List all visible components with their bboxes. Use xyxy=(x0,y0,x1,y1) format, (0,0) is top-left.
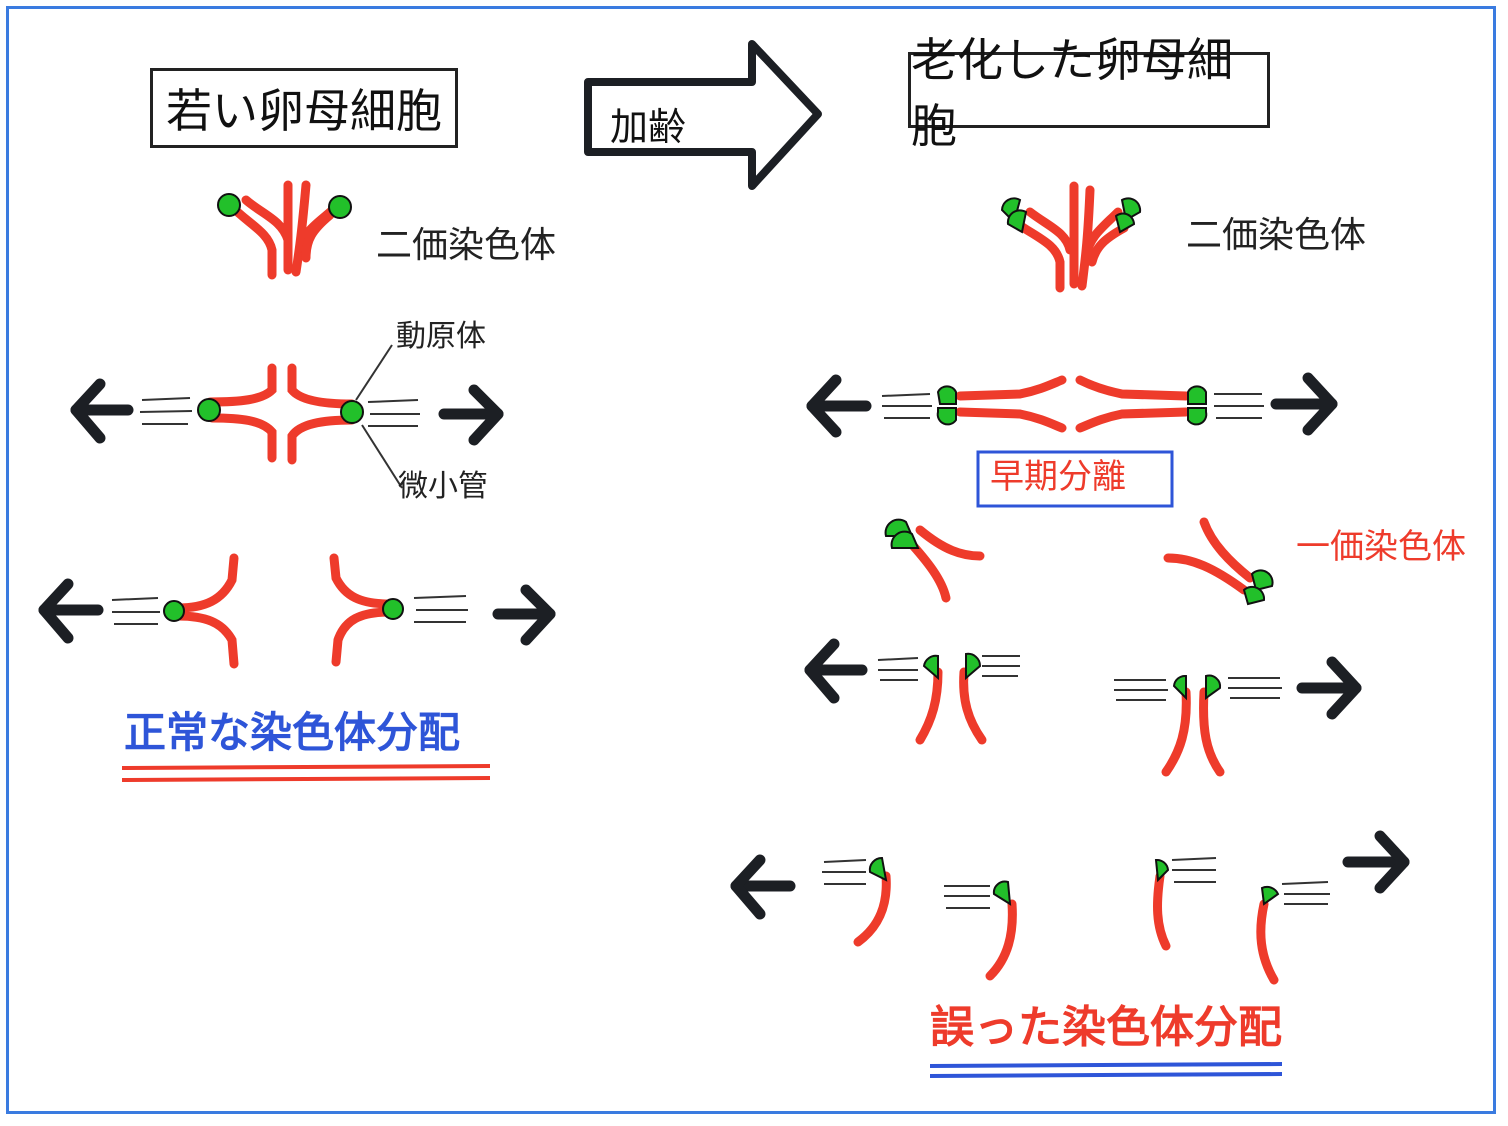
young-oocyte-title: 若い卵母細胞 xyxy=(150,68,458,148)
aged-oocyte-title: 老化した卵母細胞 xyxy=(908,33,1270,153)
normal-segregation-label: 正常な染色体分配 xyxy=(124,708,461,757)
premature-separation-label: 早期分離 xyxy=(990,457,1126,497)
aging-label: 加齢 xyxy=(610,105,687,149)
diagram-frame xyxy=(6,6,1496,1114)
univalent-label: 一価染色体 xyxy=(1296,527,1466,567)
aging-arrow xyxy=(584,40,822,190)
bivalent-label-right: 二価染色体 xyxy=(1186,215,1367,256)
premature-box xyxy=(976,450,1174,508)
microtubule-label: 微小管 xyxy=(398,469,488,504)
kinetochore-label: 動原体 xyxy=(396,319,486,354)
bivalent-young xyxy=(225,180,343,280)
bivalent-label-left: 二価染色体 xyxy=(376,225,557,266)
error-segregation-label: 誤った染色体分配 xyxy=(930,1002,1282,1053)
